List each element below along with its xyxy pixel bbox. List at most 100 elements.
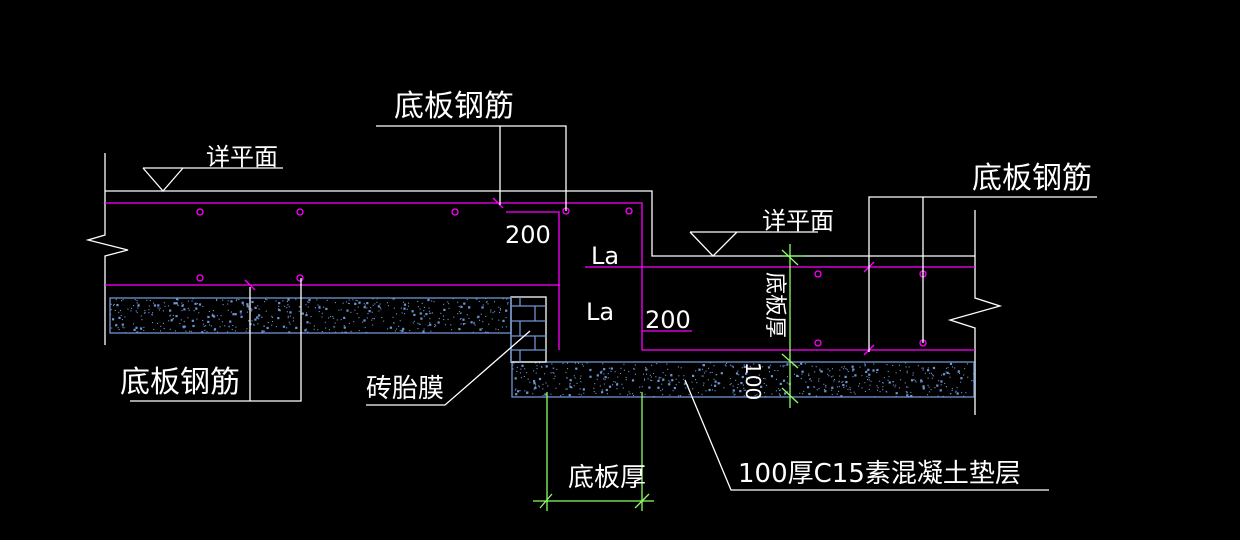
hatch-speck — [745, 372, 748, 375]
hatch-speck — [263, 325, 265, 327]
hatch-speck — [643, 378, 645, 380]
hatch-speck — [675, 384, 677, 386]
hatch-speck — [438, 318, 440, 320]
hatch-speck — [831, 389, 833, 391]
hatch-speck — [907, 396, 910, 397]
hatch-speck — [555, 387, 557, 389]
hatch-speck — [849, 387, 851, 389]
hatch-speck — [603, 383, 605, 385]
hatch-speck — [172, 314, 174, 316]
hatch-speck — [861, 375, 863, 377]
hatch-speck — [138, 303, 140, 305]
hatch-speck — [753, 363, 755, 365]
hatch-speck — [419, 312, 422, 315]
hatch-speck — [775, 390, 777, 392]
hatch-speck — [526, 372, 528, 374]
hatch-speck — [905, 391, 907, 393]
hatch-speck — [224, 325, 226, 327]
hatch-speck — [735, 372, 739, 375]
hatch-speck — [760, 385, 763, 388]
hatch-speck — [929, 372, 931, 374]
hatch-speck — [310, 316, 312, 318]
hatch-speck — [713, 365, 715, 367]
hatch-speck — [246, 311, 248, 313]
hatch-speck — [258, 318, 260, 320]
hatch-speck — [655, 376, 657, 378]
hatch-speck — [213, 315, 216, 318]
hatch-speck — [440, 312, 442, 314]
hatch-speck — [794, 373, 796, 375]
hatch-speck — [343, 326, 346, 329]
hatch-speck — [124, 316, 126, 318]
hatch-speck — [542, 383, 544, 385]
hatch-speck — [919, 396, 921, 397]
hatch-speck — [408, 302, 410, 304]
hatch-speck — [898, 364, 900, 366]
rebar-dot — [814, 270, 822, 278]
hatch-speck — [130, 307, 132, 309]
hatch-speck — [912, 374, 914, 376]
hatch-speck — [355, 299, 357, 301]
hatch-speck — [872, 369, 875, 372]
hatch-speck — [877, 387, 879, 389]
hatch-speck — [212, 313, 214, 315]
hatch-speck — [824, 390, 827, 393]
hatch-speck — [216, 315, 218, 317]
hatch-speck — [730, 383, 732, 385]
hatch-speck — [950, 393, 952, 395]
hatch-speck — [172, 317, 174, 319]
hatch-speck — [882, 386, 884, 388]
hatch-speck — [774, 370, 776, 372]
hatch-speck — [254, 318, 257, 321]
hatch-speck — [535, 362, 537, 364]
hatch-speck — [756, 377, 758, 379]
hatch-speck — [831, 386, 834, 389]
hatch-speck — [547, 385, 549, 387]
hatch-speck — [617, 376, 619, 378]
hatch-speck — [222, 299, 224, 301]
hatch-speck — [141, 319, 143, 321]
hatch-speck — [820, 370, 823, 373]
hatch-speck — [192, 324, 195, 328]
hatch-speck — [614, 371, 616, 373]
hatch-speck — [845, 385, 847, 387]
hatch-speck — [917, 365, 919, 367]
hatch-speck — [619, 373, 621, 375]
hatch-speck — [876, 372, 878, 374]
hatch-speck — [819, 370, 821, 372]
hatch-speck — [551, 363, 553, 365]
hatch-speck — [714, 390, 716, 392]
hatch-speck — [305, 314, 308, 317]
hatch-speck — [305, 304, 307, 306]
hatch-speck — [124, 332, 127, 333]
hatch-speck — [559, 383, 561, 385]
hatch-speck — [514, 389, 516, 391]
hatch-speck — [326, 299, 328, 301]
hatch-speck — [227, 309, 229, 311]
hatch-speck — [151, 314, 153, 316]
hatch-speck — [833, 380, 835, 382]
hatch-speck — [738, 374, 740, 376]
hatch-speck — [870, 380, 872, 382]
hatch-speck — [827, 373, 829, 375]
hatch-speck — [621, 383, 623, 385]
hatch-speck — [118, 316, 121, 319]
hatch-speck — [399, 330, 401, 332]
hatch-speck — [949, 376, 951, 378]
hatch-speck — [402, 327, 405, 330]
hatch-speck — [334, 331, 336, 333]
hatch-speck — [927, 369, 930, 372]
hatch-speck — [169, 328, 171, 330]
hatch-speck — [800, 378, 802, 380]
hatch-speck — [180, 319, 182, 321]
hatch-speck — [357, 306, 359, 308]
hatch-speck — [868, 373, 871, 376]
hatch-speck — [498, 306, 500, 308]
hatch-speck — [431, 312, 433, 314]
hatch-speck — [235, 326, 237, 328]
hatch-speck — [417, 322, 419, 324]
hatch-speck — [799, 392, 801, 394]
hatch-speck — [724, 364, 726, 366]
hatch-speck — [515, 393, 518, 396]
hatch-speck — [282, 325, 286, 328]
